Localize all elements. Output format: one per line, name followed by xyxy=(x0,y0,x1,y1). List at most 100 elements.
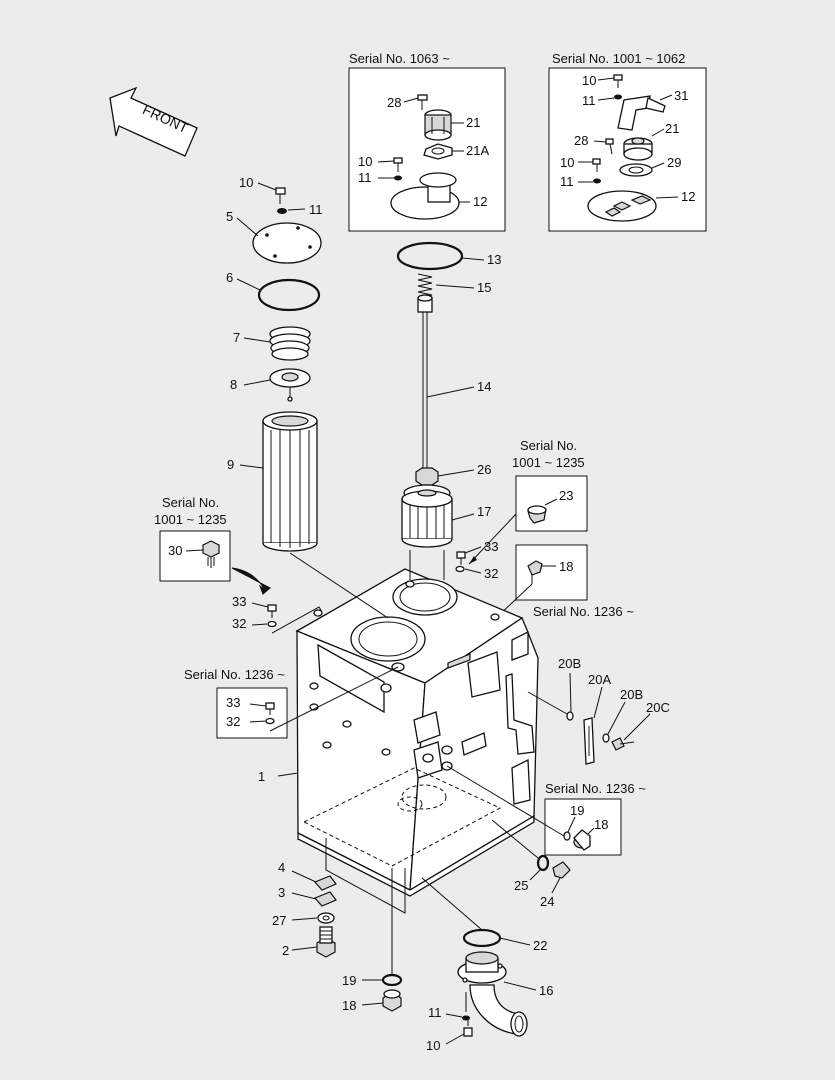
part-10-bolt-b xyxy=(377,157,403,172)
leader-25-to-tank xyxy=(491,819,539,859)
part-11-washer-c xyxy=(597,94,622,101)
part-33-bolt-a xyxy=(456,546,482,565)
leader-filter-to-tank xyxy=(289,552,389,619)
part-5-cover xyxy=(236,217,322,264)
label-10: 10 xyxy=(426,1038,440,1053)
serial-note-1001-1235-right-l2: 1001 ~ 1235 xyxy=(512,455,585,470)
part-33-bolt-b xyxy=(251,602,277,618)
part-25-oring xyxy=(529,854,550,881)
label-18: 18 xyxy=(559,559,573,574)
serial-note-1001-1062: Serial No. 1001 ~ 1062 xyxy=(552,51,685,66)
arrow-30-to-tank xyxy=(231,567,271,595)
part-21-cap-b xyxy=(623,128,665,161)
label-17: 17 xyxy=(477,504,491,519)
label-27: 27 xyxy=(272,913,286,928)
label-33: 33 xyxy=(232,594,246,609)
label-13: 13 xyxy=(487,252,501,267)
part-28-bolt-b xyxy=(593,138,614,155)
leader-23-to-tank xyxy=(468,513,517,565)
serial-note-1236-lower-right: Serial No. 1236 ~ xyxy=(545,781,646,796)
part-7-spring xyxy=(243,326,311,361)
part-8-bypass-valve xyxy=(243,368,311,402)
serial-note-1063: Serial No. 1063 ~ xyxy=(349,51,450,66)
part-10-bolt-a xyxy=(257,182,286,204)
part-10-bolt-c xyxy=(597,74,623,88)
part-32-washer-a xyxy=(455,565,482,574)
label-19: 19 xyxy=(570,803,584,818)
part-22-o-ring xyxy=(462,928,531,948)
label-23: 23 xyxy=(559,488,573,503)
serial-note-1001-1235-right-l1: Serial No. xyxy=(520,438,577,453)
part-14-rod xyxy=(417,294,475,468)
part-24-plug xyxy=(551,861,571,894)
label-21: 21 xyxy=(665,121,679,136)
label-33: 33 xyxy=(484,539,498,554)
part-12-cover-b xyxy=(587,190,679,222)
part-18-plug-b xyxy=(573,827,595,851)
label-10: 10 xyxy=(560,155,574,170)
label-4: 4 xyxy=(278,860,285,875)
label-15: 15 xyxy=(477,280,491,295)
label-24: 24 xyxy=(540,894,554,909)
serial-box-23 xyxy=(515,475,588,532)
label-32: 32 xyxy=(484,566,498,581)
label-9: 9 xyxy=(227,457,234,472)
label-20C: 20C xyxy=(646,700,670,715)
part-17-strainer xyxy=(401,484,475,548)
leader-bolt-group xyxy=(325,838,406,914)
label-32: 32 xyxy=(232,616,246,631)
part-11-washer-e xyxy=(445,1013,470,1021)
part-23-plug xyxy=(527,498,558,524)
label-32: 32 xyxy=(226,714,240,729)
serial-note-1236-right: Serial No. 1236 ~ xyxy=(533,604,634,619)
part-21-cap-a xyxy=(424,109,464,141)
part-20B-oring-b xyxy=(602,701,626,743)
part-2-bolt xyxy=(291,926,336,958)
part-1-tank xyxy=(277,568,539,897)
part-20A-level-gauge xyxy=(583,686,603,765)
label-25: 25 xyxy=(514,878,528,893)
part-11-washer-a xyxy=(277,208,306,214)
label-12: 12 xyxy=(473,194,487,209)
part-4-plate xyxy=(291,870,337,891)
label-16: 16 xyxy=(539,983,553,998)
serial-note-1236-left: Serial No. 1236 ~ xyxy=(184,667,285,682)
front-arrow: FRONT xyxy=(109,86,198,157)
label-5: 5 xyxy=(226,209,233,224)
part-10-bolt-e xyxy=(445,1020,473,1045)
leader-33b xyxy=(271,606,323,634)
label-10: 10 xyxy=(582,73,596,88)
part-21A-gasket xyxy=(423,143,464,160)
label-22: 22 xyxy=(533,938,547,953)
part-33-bolt-c xyxy=(249,702,275,715)
part-20B-oring-a xyxy=(527,672,574,721)
serial-box-33-32 xyxy=(216,687,288,739)
part-11-washer-b xyxy=(378,175,402,181)
label-20B: 20B xyxy=(620,687,643,702)
label-18: 18 xyxy=(342,998,356,1013)
serial-note-1001-1235-left-l2: 1001 ~ 1235 xyxy=(154,512,227,527)
label-10: 10 xyxy=(358,154,372,169)
part-27-washer xyxy=(291,912,335,924)
part-3-plate xyxy=(291,891,337,907)
part-6-o-ring xyxy=(236,278,321,312)
label-10: 10 xyxy=(239,175,253,190)
label-20B: 20B xyxy=(558,656,581,671)
part-18-plug-a xyxy=(527,560,556,584)
leader-19-18-to-tank xyxy=(446,765,565,837)
serial-box-30 xyxy=(159,530,231,582)
label-11: 11 xyxy=(358,170,372,185)
part-32-washer-b xyxy=(251,620,277,628)
part-15-spring xyxy=(417,273,475,299)
label-29: 29 xyxy=(667,155,681,170)
label-1: 1 xyxy=(258,769,265,784)
label-11: 11 xyxy=(309,202,323,217)
part-18-plug-c xyxy=(361,989,402,1012)
label-11: 11 xyxy=(560,174,574,189)
part-30-plug xyxy=(185,540,220,568)
label-21A: 21A xyxy=(466,143,489,158)
label-30: 30 xyxy=(168,543,182,558)
label-26: 26 xyxy=(477,462,491,477)
label-12: 12 xyxy=(681,189,695,204)
part-13-o-ring xyxy=(396,241,485,271)
